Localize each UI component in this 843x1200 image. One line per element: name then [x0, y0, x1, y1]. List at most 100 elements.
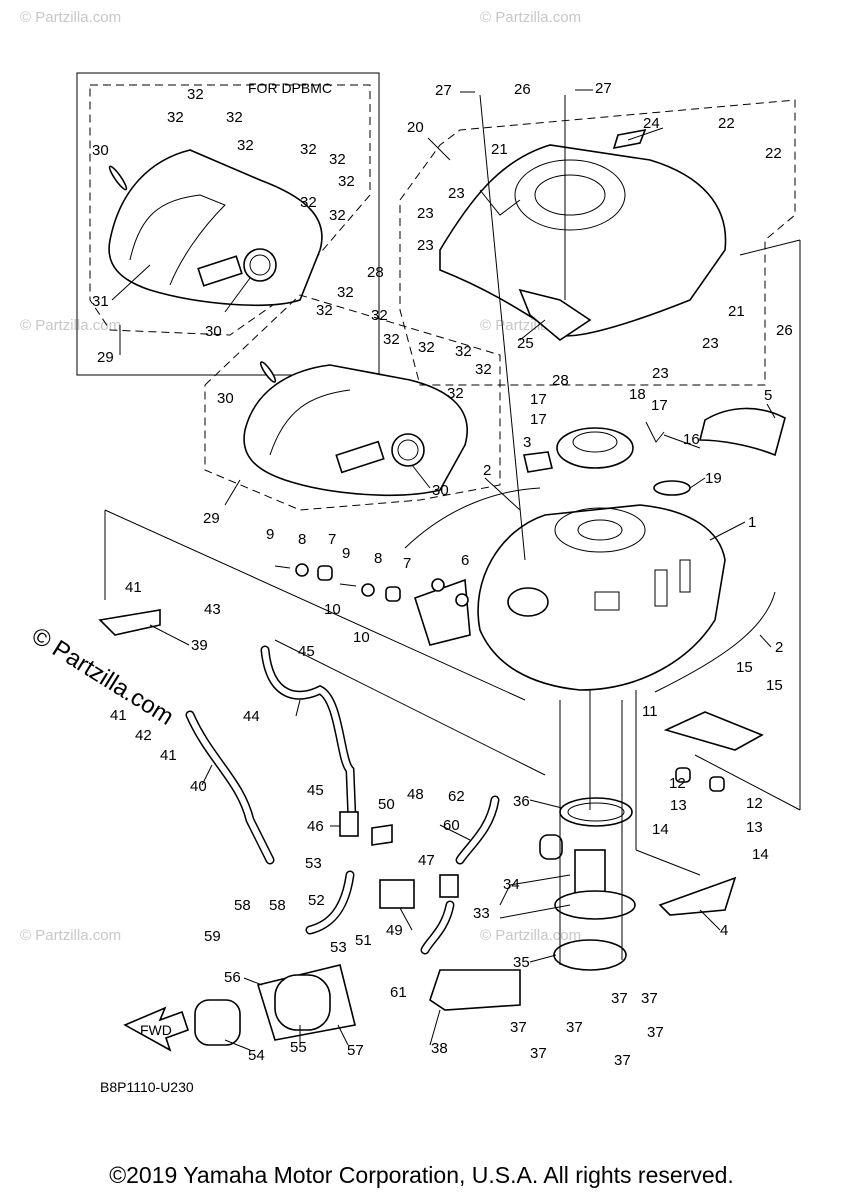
leader-line: [499, 904, 571, 919]
leader-line: [509, 874, 571, 886]
callout-label: 30: [205, 323, 222, 340]
callout-label: 32: [455, 343, 472, 360]
callout-label: 38: [431, 1040, 448, 1057]
tank-outlet: [507, 587, 549, 617]
callout-label: 16: [683, 431, 700, 448]
callout-label: 17: [530, 391, 547, 408]
callout-label: 23: [702, 335, 719, 352]
callout-label: 15: [766, 677, 783, 694]
callout-label: 45: [298, 643, 315, 660]
callout-label: 20: [407, 119, 424, 136]
filler-opening: [514, 159, 626, 231]
callout-label: 35: [513, 954, 530, 971]
callout-label: 12: [669, 775, 686, 792]
leader-line: [295, 699, 301, 717]
damper-12: [709, 776, 725, 792]
cover-vent: [197, 255, 243, 287]
watermark-text: © Partzilla.com: [480, 9, 581, 26]
inset-frame: [76, 72, 380, 376]
filler-cap-assembly: [523, 407, 786, 496]
leader-line: [429, 1009, 441, 1046]
washer: [361, 583, 375, 597]
callout-label: 3: [523, 434, 531, 451]
background-watermarks: © Partzilla.com © Partzilla.com © Partzi…: [20, 9, 581, 944]
callout-label: 37: [510, 1019, 527, 1036]
callout-label: 24: [643, 115, 660, 132]
ref-line: [739, 239, 801, 256]
pump-filter: [539, 834, 563, 860]
callout-label: 21: [728, 303, 745, 320]
hose-40-inner: [187, 712, 273, 863]
leader-line: [224, 479, 241, 506]
callout-label: 23: [448, 185, 465, 202]
ref-line: [635, 849, 701, 876]
pipe-38: [429, 969, 521, 1011]
leader-line: [627, 127, 664, 141]
callout-label: 26: [514, 81, 531, 98]
callout-label: 60: [443, 817, 460, 834]
callout-label: 37: [611, 990, 628, 1007]
watermark-text: © Partzilla.com: [20, 927, 121, 944]
watermark-text: © Partzilla.com: [480, 927, 581, 944]
callout-label: 5: [764, 387, 772, 404]
leader-line: [439, 824, 471, 841]
callout-label: 30: [92, 142, 109, 159]
hose-joint-46: [339, 811, 359, 837]
damper-12: [675, 767, 691, 783]
watermark-text: © Partzilla.com: [20, 317, 121, 334]
washer: [295, 563, 309, 577]
callout-label: 42: [135, 727, 152, 744]
joint-47: [439, 874, 459, 898]
callout-label: 52: [308, 892, 325, 909]
bolt: [339, 583, 357, 587]
callout-label: 1: [748, 514, 756, 531]
callout-label: 2: [775, 639, 783, 656]
callout-label: 21: [491, 141, 508, 158]
tank-key: [645, 421, 665, 443]
watermark-text: © Partzilla.com: [20, 9, 121, 26]
damper: [385, 586, 401, 602]
pump-gasket-inner: [567, 802, 625, 822]
leader-line: [399, 907, 413, 931]
callout-label: 33: [473, 905, 490, 922]
callout-label: 23: [417, 205, 434, 222]
callout-label: 36: [513, 793, 530, 810]
callout-label: 32: [237, 137, 254, 154]
tank-top-cover-group: [399, 99, 796, 386]
callout-label: 58: [234, 897, 251, 914]
tank-cover-main: [204, 294, 501, 511]
callout-label: 44: [243, 708, 260, 725]
damper: [317, 565, 333, 581]
leader-line: [111, 264, 151, 301]
callout-label: 57: [347, 1042, 364, 1059]
callout-label: 59: [204, 928, 221, 945]
yamaha-emblem-ring: [397, 439, 419, 461]
leader-line: [529, 954, 557, 963]
callout-label: 29: [97, 349, 114, 366]
callout-label: 32: [187, 86, 204, 103]
bracket-hole: [431, 578, 445, 592]
emblem-seal: [108, 165, 128, 191]
inset-dpbmc: FOR DPBMC: [76, 72, 380, 376]
cover-edge-line: [269, 389, 351, 456]
callout-label: 8: [374, 550, 382, 567]
callout-label: 37: [614, 1052, 631, 1069]
rear-mount: [658, 711, 764, 916]
cover-stripe: [129, 194, 226, 286]
top-cover-dashed-group: [399, 99, 796, 386]
callout-label: 29: [203, 510, 220, 527]
callout-label: 27: [435, 82, 452, 99]
callout-label: 37: [530, 1045, 547, 1062]
callout-label: 32: [371, 307, 388, 324]
callout-label: 50: [378, 796, 395, 813]
callout-label: 32: [316, 302, 333, 319]
callout-label: 55: [290, 1039, 307, 1056]
callout-label: 25: [517, 335, 534, 352]
callout-label: 32: [337, 284, 354, 301]
callout-label: 10: [353, 629, 370, 646]
yamaha-emblem-ring: [249, 254, 271, 276]
callout-label: 32: [329, 207, 346, 224]
ref-line: [694, 754, 801, 811]
reference-lines: [104, 94, 801, 965]
